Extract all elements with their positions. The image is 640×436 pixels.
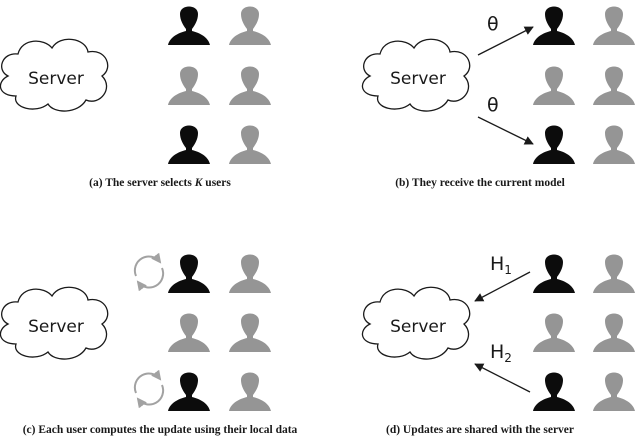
user-icon [593, 125, 635, 164]
cloud-icon [0, 38, 109, 112]
caption-a-suffix: users [202, 177, 231, 189]
server-cloud-b: Server [361, 38, 471, 112]
panel-c: Server [0, 252, 271, 411]
user-icon [168, 254, 210, 293]
caption-c: (c) Each user computes the update using … [22, 424, 298, 436]
caption-b: (b) They receive the current model [395, 177, 565, 189]
cloud-icon [361, 286, 471, 360]
user-icon [533, 254, 575, 293]
caption-a-prefix: (a) The server selects [89, 177, 195, 189]
user-row-1-active [168, 6, 271, 45]
arrow-icon [474, 363, 531, 393]
model-arrows-b: θ θ [477, 13, 534, 145]
user-grid-a [168, 6, 271, 164]
user-icon [593, 254, 635, 293]
model-theta-label: θ [487, 13, 499, 35]
panel-a: Server [0, 6, 271, 164]
server-label: Server [390, 317, 446, 337]
user-icon [229, 6, 271, 45]
user-icon [168, 313, 210, 352]
user-icon [229, 125, 271, 164]
refresh-cycle-icon [133, 369, 165, 409]
user-row-3-active [168, 125, 271, 164]
user-icon [168, 6, 210, 45]
server-cloud-c: Server [0, 286, 109, 360]
refresh-cycle-icon [133, 252, 165, 292]
server-label: Server [28, 317, 84, 337]
user-icon [533, 6, 575, 45]
update-arrows-d: H1 H2 [474, 253, 531, 393]
cloud-icon [0, 286, 109, 360]
panel-d: Server H1 H2 [361, 253, 635, 411]
server-cloud-a: Server [0, 38, 109, 112]
caption-d: (d) Updates are shared with the server [385, 424, 575, 436]
user-icon [533, 125, 575, 164]
user-icon [229, 313, 271, 352]
server-cloud-d: Server [361, 286, 471, 360]
arrow-icon [477, 116, 534, 145]
update-label-2: H2 [490, 341, 512, 365]
user-grid-d [533, 254, 635, 411]
user-grid-c [168, 254, 271, 411]
user-icon [229, 66, 271, 105]
caption-a: (a) The server selects K users [0, 177, 320, 189]
update-label-1: H1 [490, 253, 512, 277]
model-theta-label: θ [487, 94, 499, 116]
user-icon [229, 372, 271, 411]
user-icon [593, 6, 635, 45]
server-label: Server [28, 69, 84, 89]
caption-a-variable: K [194, 177, 203, 189]
panel-b: Server θ θ [361, 6, 635, 164]
user-icon [533, 372, 575, 411]
user-icon [229, 254, 271, 293]
server-label: Server [390, 69, 446, 89]
user-icon [593, 372, 635, 411]
user-icon [168, 66, 210, 105]
cloud-icon [361, 38, 471, 112]
user-icon [593, 66, 635, 105]
user-icon [533, 66, 575, 105]
user-icon [168, 125, 210, 164]
user-row-2 [168, 66, 271, 105]
user-icon [593, 313, 635, 352]
user-grid-b [533, 6, 635, 164]
arrow-icon [477, 26, 534, 56]
arrow-icon [474, 271, 531, 302]
user-icon [168, 372, 210, 411]
user-icon [533, 313, 575, 352]
